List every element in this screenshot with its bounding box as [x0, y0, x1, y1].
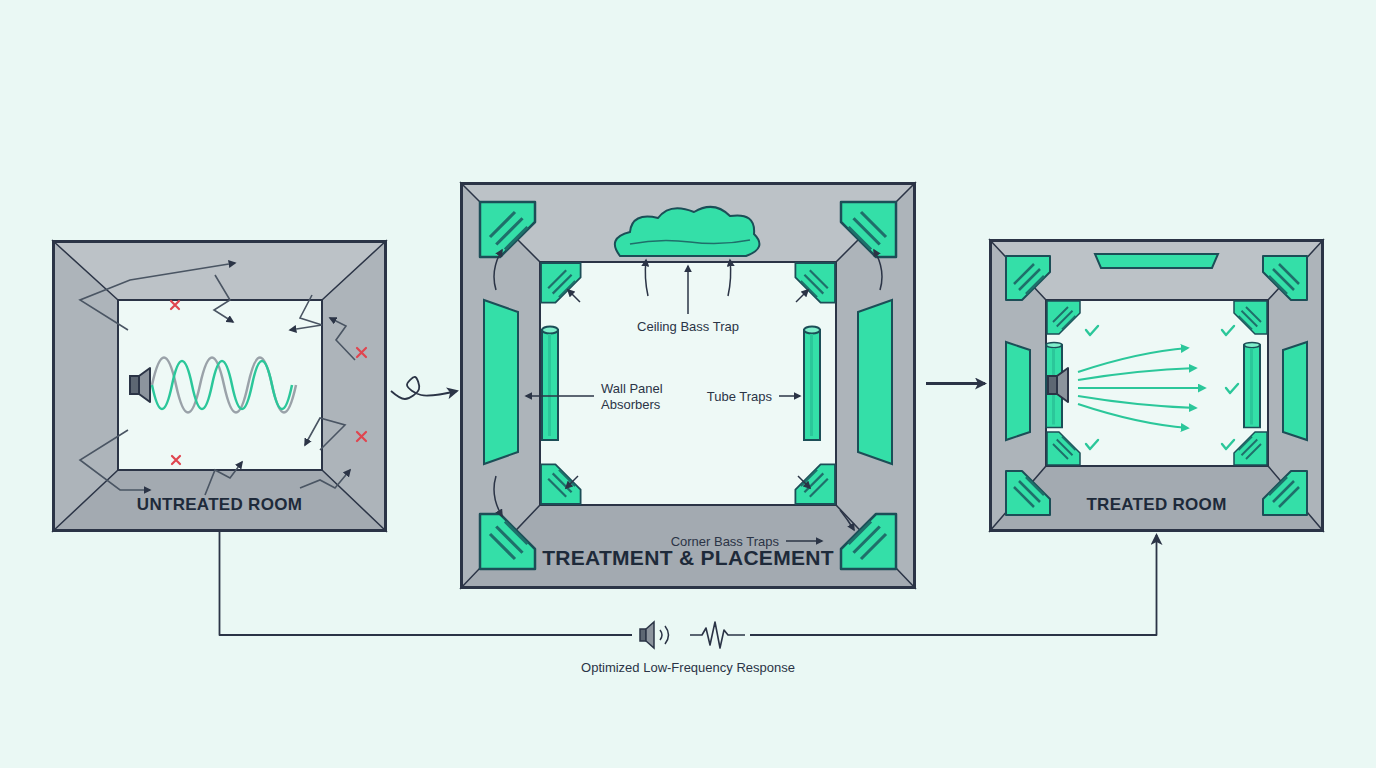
callout-label: Ceiling Bass Trap: [634, 318, 742, 336]
signal-icons: [632, 622, 750, 648]
untreated-room: [52, 240, 387, 532]
panel-heading: UNTREATED ROOM: [137, 495, 302, 515]
flow-connector: [926, 382, 985, 385]
connector-label: Optimized Low-Frequency Response: [577, 659, 799, 676]
callout-label: Corner Bass Traps: [668, 533, 782, 551]
callout-label: Tube Traps: [704, 388, 775, 406]
treated-room: [989, 239, 1324, 532]
panel-heading: TREATMENT & PLACEMENT: [542, 546, 834, 570]
flow-connector: [391, 377, 457, 399]
room-panel: TREATED ROOM: [989, 239, 1324, 532]
room-panel: UNTREATED ROOM: [52, 240, 387, 532]
panel-heading: TREATED ROOM: [1086, 495, 1226, 515]
treatment-room: [460, 182, 916, 589]
callout-label: Wall Panel Absorbers: [598, 380, 696, 414]
